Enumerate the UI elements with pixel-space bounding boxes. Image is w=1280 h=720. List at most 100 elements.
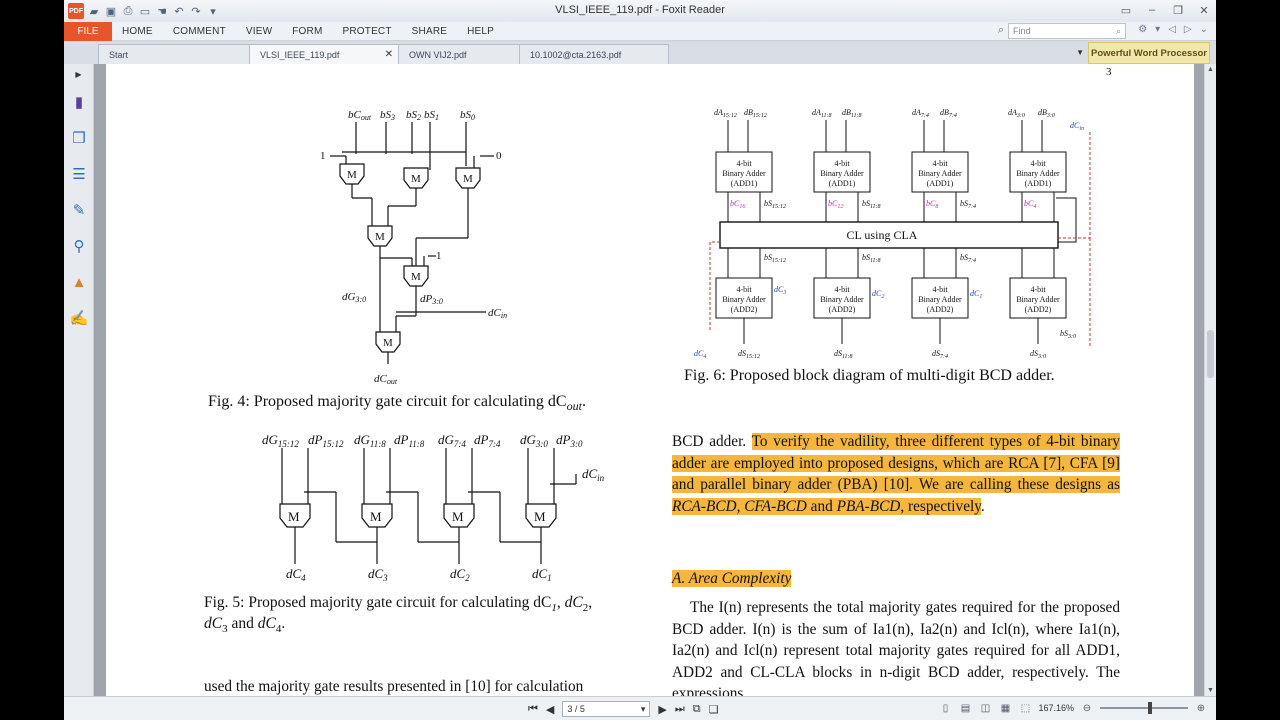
window-controls: ▭ – ❐ ✕ (1118, 2, 1212, 18)
layers-icon[interactable]: ☰ (72, 166, 86, 183)
fig4-const-one: 1 (320, 150, 326, 162)
fig4-caption: Fig. 4: Proposed majority gate circuit f… (208, 393, 586, 414)
fig4-label-dcin: dCin (488, 307, 507, 320)
sum-bs-7-4: bS7:4 (960, 199, 976, 210)
tab-start[interactable]: Start (98, 44, 250, 64)
gate-m: M (411, 271, 421, 283)
document-viewport[interactable]: 3 (94, 64, 1204, 696)
expand-panel-icon[interactable]: ▶ (75, 69, 82, 79)
last-page-icon[interactable]: ⏭ (674, 702, 685, 715)
screen-icon[interactable]: ▭ (139, 5, 151, 18)
page-navigation: ⏮ ◀ 3 / 5 ▾ ▶ ⏭ ⧉ ❏ (528, 701, 718, 717)
comments-icon[interactable]: ✎ (72, 202, 86, 219)
ribbon-toggle-icon[interactable]: ▭ (1120, 4, 1132, 17)
previous-page-icon[interactable]: ◀ (545, 703, 555, 716)
scroll-down-icon[interactable]: ▼ (1207, 687, 1214, 694)
zoom-level[interactable]: 167.16% (1038, 703, 1074, 713)
right-paragraph-2: The I(n) represents the total majority g… (672, 599, 1120, 696)
scroll-up-icon[interactable]: ▲ (1207, 66, 1214, 73)
menu-home[interactable]: HOME (122, 25, 153, 37)
right-paragraph-1: BCD adder. To verify the vadility, three… (672, 433, 1120, 515)
minimize-icon[interactable]: – (1148, 4, 1156, 16)
find-folder-icon[interactable]: ⌕ (997, 24, 1004, 36)
section-heading: A. Area Complexity (672, 570, 792, 588)
fig5-label-dp-15-12: dP15:12 (308, 432, 344, 449)
menu-view[interactable]: VIEW (245, 25, 273, 37)
restore-icon[interactable]: ❐ (1173, 4, 1183, 17)
copy-view-icon[interactable]: ⧉ (692, 702, 701, 715)
continuous-facing-icon[interactable]: ▦ (1000, 702, 1011, 714)
tab-cta[interactable]: 10.1002@cta.2163.pdf (519, 44, 669, 64)
fit-page-icon[interactable]: ⬚ (1020, 702, 1031, 714)
search-icon[interactable]: ⌕ (1115, 25, 1121, 36)
carry-bc8: bC8 (926, 199, 938, 210)
menu-protect[interactable]: PROTECT (342, 25, 392, 37)
tab-vlsi-ieee[interactable]: VLSI_IEEE_119.pdf✕ (249, 44, 399, 64)
open-icon[interactable]: ▰ (89, 5, 99, 18)
close-tab-icon[interactable]: ✕ (384, 49, 393, 60)
next-page-icon[interactable]: ▶ (658, 703, 667, 716)
customize-dropdown-icon[interactable]: ▾ (210, 5, 216, 18)
menu-share[interactable]: SHARE (411, 25, 448, 37)
redo-icon[interactable]: ↷ (191, 5, 201, 18)
facing-icon[interactable]: ◫ (980, 702, 991, 714)
chevron-down-icon[interactable]: ▾ (640, 703, 646, 714)
add2-label-line3: (ADD2) (927, 305, 954, 314)
promo-banner[interactable]: Powerful Word Processor (1088, 42, 1210, 64)
undo-icon[interactable]: ↶ (174, 5, 184, 18)
fig4-caption-sub: out (566, 399, 582, 414)
fig5-output-dc4: dC4 (286, 566, 306, 582)
gate-m: M (375, 231, 385, 243)
gate-m: M (534, 509, 546, 524)
dropdown-icon[interactable]: ▾ (1155, 24, 1161, 35)
hand-tool-icon[interactable]: ☚ (157, 5, 167, 18)
fig6-output-ds-15-12: dS15:12 (738, 349, 760, 360)
scrollbar-thumb[interactable] (1207, 330, 1214, 378)
tab-own-vij2[interactable]: OWN VIJ2.pdf (398, 44, 520, 64)
lock-icon[interactable]: ▲ (71, 273, 87, 291)
pages-icon[interactable]: ❐ (72, 130, 86, 147)
pdf-page: 3 (106, 64, 1194, 696)
carry-dc2: dC2 (872, 289, 884, 300)
zoom-slider[interactable] (1100, 702, 1188, 714)
menu-form[interactable]: FORM (292, 25, 323, 37)
find-input[interactable]: Find ⌕ (1008, 23, 1126, 39)
fig6-input-da-3-0: dA3:0 (1008, 108, 1025, 119)
single-page-icon[interactable]: ▯ (942, 702, 949, 714)
add2-label-line2: Binary Adder (722, 295, 766, 304)
page-indicator: 3 / 5 (567, 704, 585, 714)
page-input[interactable]: 3 / 5 ▾ (562, 701, 651, 717)
tab-list-dropdown-icon[interactable]: ▼ (1076, 48, 1084, 57)
section-heading-text[interactable]: A. Area Complexity (672, 570, 792, 587)
fig4-caption-text: Fig. 4: Proposed majority gate circuit f… (208, 393, 567, 410)
sum-bs-11-8: bS11:8 (862, 253, 881, 264)
carry-bc12: bC12 (828, 199, 843, 210)
zoom-slider-knob[interactable] (1148, 702, 1152, 714)
print-icon[interactable]: ⎙ (123, 4, 133, 17)
add1-label-line1: 4-bit (932, 159, 948, 168)
split-view-icon[interactable]: ❏ (708, 703, 719, 716)
add1-label-line3: (ADD1) (927, 179, 954, 188)
first-page-icon[interactable]: ⏮ (528, 702, 538, 715)
vertical-scrollbar[interactable]: ▲ ▼ (1204, 64, 1216, 696)
save-icon[interactable]: ▣ (105, 5, 117, 18)
menu-help[interactable]: HELP (467, 25, 495, 37)
zoom-out-icon[interactable]: ⊖ (1082, 702, 1092, 714)
menu-comment[interactable]: COMMENT (172, 25, 226, 37)
para1-end: , respectively (900, 497, 981, 515)
signature-icon[interactable]: ✍ (69, 310, 89, 327)
close-icon[interactable]: ✕ (1199, 4, 1209, 17)
zoom-in-icon[interactable]: ⊕ (1196, 702, 1206, 714)
continuous-icon[interactable]: ▤ (960, 702, 971, 714)
back-icon[interactable]: ◁ (1168, 24, 1176, 35)
fig6-dcin: dCin (1070, 121, 1084, 132)
gate-m: M (411, 173, 421, 185)
chevron-down-icon[interactable]: ⌄ (1199, 24, 1208, 35)
foxit-reader-window: PDF ▰ ▣ ⎙ ▭ ☚ ↶ ↷ ▾ VLSI_IEEE_119.pdf - … (64, 0, 1216, 720)
attachments-icon[interactable]: ⚲ (73, 238, 85, 255)
bookmark-icon[interactable]: ▮ (74, 94, 84, 111)
forward-icon[interactable]: ▷ (1183, 24, 1192, 35)
gear-icon[interactable]: ⚙ (1138, 24, 1148, 35)
file-menu[interactable]: FILE (64, 21, 112, 41)
fig6-input-db-15-12: dB15:12 (744, 108, 767, 119)
